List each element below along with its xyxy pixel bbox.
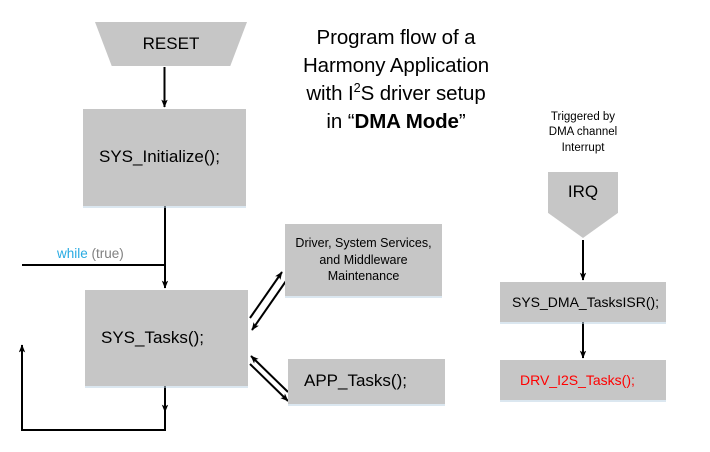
node-driver-line-3: Maintenance bbox=[327, 269, 400, 284]
arrow-tasks-to-apptasks bbox=[249, 363, 289, 402]
title-line-4-prefix: in “ bbox=[326, 109, 355, 133]
title-line-3-suffix: S driver setup bbox=[360, 81, 486, 105]
node-sys-initialize[interactable]: SYS_Initialize(); bbox=[83, 109, 246, 206]
title-line-1: Program flow of a bbox=[316, 26, 476, 49]
node-reset-label: RESET bbox=[142, 33, 200, 53]
interrupt-trigger-note: Triggered by DMA channel Interrupt bbox=[505, 110, 661, 156]
title-line-4-suffix: ” bbox=[458, 109, 466, 133]
title-line-3: with I2S driver setup bbox=[262, 80, 530, 108]
node-sys-initialize-label: SYS_Initialize(); bbox=[99, 147, 220, 167]
node-driver-line-2: and Middleware bbox=[319, 252, 408, 267]
node-app-tasks-label: APP_Tasks(); bbox=[304, 371, 407, 391]
arrow-apptasks-to-tasks bbox=[250, 355, 289, 393]
node-app-tasks[interactable]: APP_Tasks(); bbox=[288, 359, 445, 404]
title-line-3-superscript: 2 bbox=[353, 79, 361, 95]
node-driver-middleware-maintenance[interactable]: Driver, System Services, and Middleware … bbox=[285, 224, 442, 296]
node-sys-tasks[interactable]: SYS_Tasks(); bbox=[85, 290, 248, 386]
node-irq-label: IRQ bbox=[567, 182, 599, 201]
arrow-driver-to-tasks bbox=[251, 280, 287, 331]
node-driver-text: Driver, System Services, and Middleware … bbox=[295, 235, 431, 286]
title-line-4-bold: DMA Mode bbox=[354, 109, 459, 133]
diagram-title: Program flow of a Harmony Application wi… bbox=[262, 24, 530, 136]
loop-keyword: while bbox=[57, 246, 88, 261]
node-sys-tasks-label: SYS_Tasks(); bbox=[101, 327, 204, 347]
node-sys-dma-tasks-isr[interactable]: SYS_DMA_TasksISR(); bbox=[500, 282, 666, 322]
loop-condition: (true) bbox=[91, 246, 124, 261]
node-drv-i2s-tasks-label: DRV_I2S_Tasks(); bbox=[520, 371, 635, 388]
arrow-tasks-to-driver bbox=[249, 271, 283, 319]
node-driver-line-1: Driver, System Services, bbox=[295, 235, 432, 250]
node-reset[interactable]: RESET bbox=[95, 22, 247, 66]
node-sys-dma-tasks-isr-label: SYS_DMA_TasksISR(); bbox=[512, 293, 660, 310]
title-line-4: in “DMA Mode” bbox=[262, 108, 530, 136]
title-line-2: Harmony Application bbox=[302, 53, 490, 77]
trigger-note-line-1: Triggered by bbox=[550, 111, 616, 123]
loop-condition-label: while (true) bbox=[57, 246, 124, 261]
node-drv-i2s-tasks[interactable]: DRV_I2S_Tasks(); bbox=[500, 360, 666, 400]
node-irq[interactable]: IRQ bbox=[548, 172, 618, 238]
title-line-3-prefix: with I bbox=[306, 81, 354, 105]
trigger-note-line-3: Interrupt bbox=[561, 141, 605, 154]
trigger-note-line-2: DMA channel bbox=[548, 126, 618, 139]
